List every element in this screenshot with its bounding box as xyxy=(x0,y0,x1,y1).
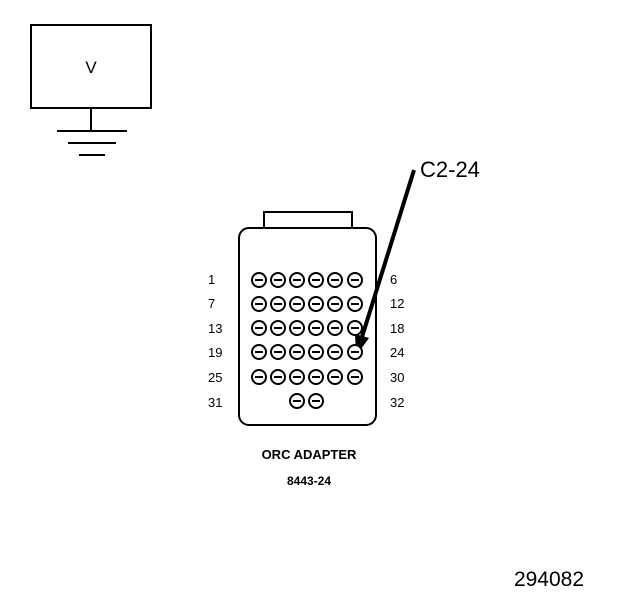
row-label-left: 31 xyxy=(208,395,222,410)
connector-body xyxy=(238,211,377,426)
row-labels-right: 6 12 18 24 30 32 xyxy=(390,272,404,410)
row-label-left: 7 xyxy=(208,296,215,311)
row-label-left: 25 xyxy=(208,370,222,385)
connector-part-number: 8443-24 xyxy=(287,474,331,488)
callout-arrow xyxy=(355,169,416,356)
figure-number: 294082 xyxy=(514,568,584,591)
row-label-right: 24 xyxy=(390,345,404,360)
connector-title: ORC ADAPTER xyxy=(262,447,357,462)
row-label-right: 30 xyxy=(390,370,404,385)
ground-symbol xyxy=(57,108,127,156)
row-label-right: 12 xyxy=(390,296,404,311)
row-label-right: 6 xyxy=(390,272,397,287)
voltmeter-label: V xyxy=(85,58,97,77)
connector-pins xyxy=(251,272,363,409)
voltmeter: V xyxy=(30,24,152,109)
row-label-right: 32 xyxy=(390,395,404,410)
row-label-right: 18 xyxy=(390,321,404,336)
connector-latch xyxy=(263,211,353,229)
callout-label: C2-24 xyxy=(420,157,480,182)
row-label-left: 19 xyxy=(208,345,222,360)
row-labels-left: 1 7 13 19 25 31 xyxy=(208,272,222,410)
connector-housing xyxy=(238,227,377,426)
row-label-left: 13 xyxy=(208,321,222,336)
row-label-left: 1 xyxy=(208,272,215,287)
